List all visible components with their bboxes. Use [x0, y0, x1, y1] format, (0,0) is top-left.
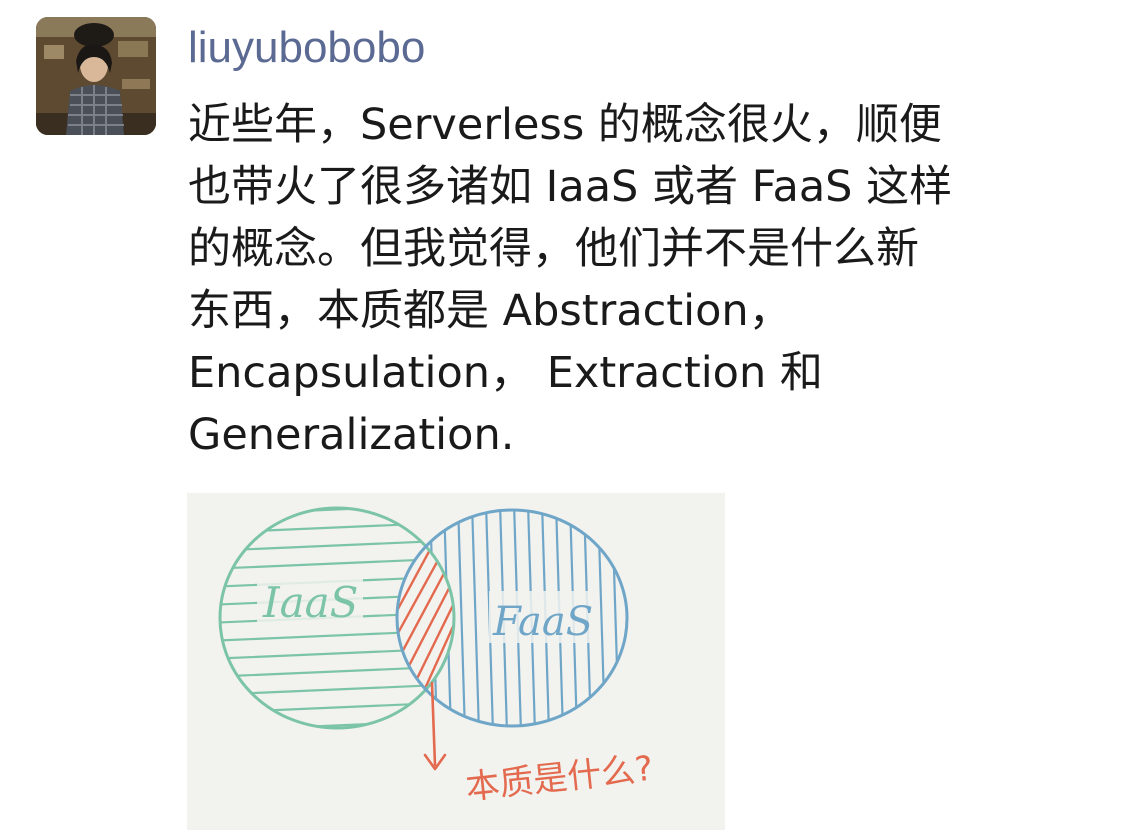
- venn-sketch: IaaS FaaS 本质是什么?: [218, 506, 655, 808]
- post-image[interactable]: IaaS FaaS 本质是什么?: [187, 493, 725, 830]
- arrow-down-icon: [430, 681, 437, 767]
- right-label: FaaS: [492, 599, 593, 645]
- question-label: 本质是什么?: [464, 749, 655, 808]
- left-circle: [218, 506, 456, 730]
- avatar[interactable]: [36, 17, 156, 135]
- post-text-line: Generalization.: [188, 410, 515, 460]
- post-text-line: 近些年，Serverless 的概念很火，顺便: [188, 100, 942, 150]
- post-text-line: 东西，本质都是 Abstraction，: [188, 286, 792, 336]
- post-text-line: 的概念。但我觉得，他们并不是什么新: [188, 224, 919, 274]
- username[interactable]: liuyubobobo: [188, 23, 426, 72]
- post-text-line: 也带火了很多诸如 IaaS 或者 FaaS 这样: [188, 162, 953, 212]
- post-text: 近些年，Serverless 的概念很火，顺便 也带火了很多诸如 IaaS 或者…: [188, 94, 1088, 466]
- avatar-photo: [36, 17, 156, 135]
- right-circle: [395, 508, 629, 728]
- post-text-line: Encapsulation， Extraction 和: [188, 348, 823, 398]
- left-label: IaaS: [262, 578, 358, 627]
